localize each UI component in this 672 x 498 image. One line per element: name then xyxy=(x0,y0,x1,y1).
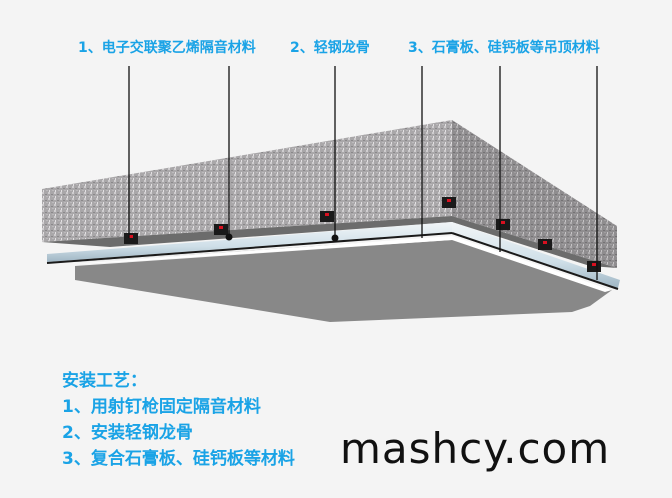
light-steel-keel-front xyxy=(47,222,452,262)
gypsum-board xyxy=(75,237,612,322)
label-ceiling-boards: 3、石膏板、硅钙板等吊顶材料 xyxy=(408,40,600,56)
concrete-slab-front xyxy=(42,120,452,242)
label-soundproof-material: 1、电子交联聚乙烯隔音材料 xyxy=(78,40,256,56)
step-item: 1、用射钉枪固定隔音材料 xyxy=(62,397,261,417)
slab-underside xyxy=(42,216,617,268)
step-item: 3、复合石膏板、硅钙板等材料 xyxy=(62,449,295,469)
concrete-slab-side xyxy=(452,120,617,268)
mounting-clips xyxy=(124,197,601,272)
step-item: 2、安装轻钢龙骨 xyxy=(62,423,193,443)
installation-steps: 安装工艺： 1、用射钉枪固定隔音材料 2、安装轻钢龙骨 3、复合石膏板、硅钙板等… xyxy=(62,368,295,472)
leader-lines xyxy=(128,66,598,280)
label-light-steel-keel: 2、轻钢龙骨 xyxy=(290,40,370,56)
steps-title: 安装工艺： xyxy=(62,371,147,391)
watermark: mashcy.com xyxy=(340,424,611,473)
light-steel-keel-side xyxy=(452,222,620,288)
